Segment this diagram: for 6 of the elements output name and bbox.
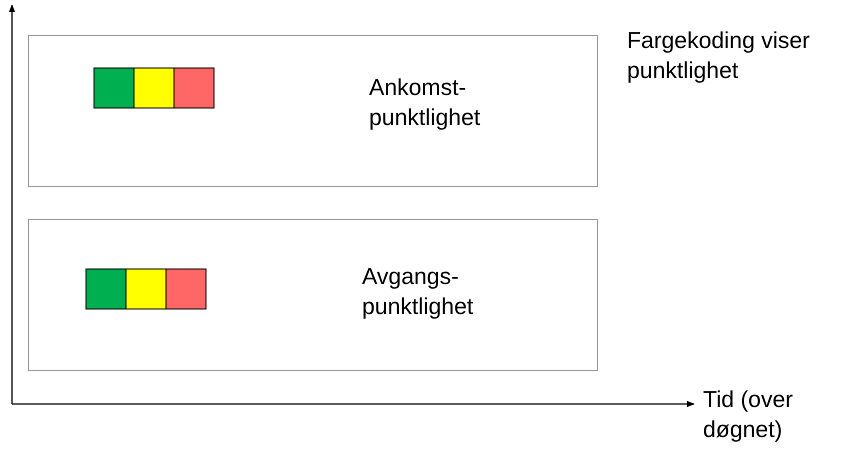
axis-label: Tid (over døgnet) (703, 385, 794, 444)
panel-label: Avgangs- punktlighet (362, 262, 474, 321)
panel-box (28, 35, 598, 187)
panel-box (28, 219, 598, 371)
panel-label: Ankomst- punktlighet (369, 73, 482, 132)
note-text: Fargekoding viser punktlighet (627, 26, 811, 85)
